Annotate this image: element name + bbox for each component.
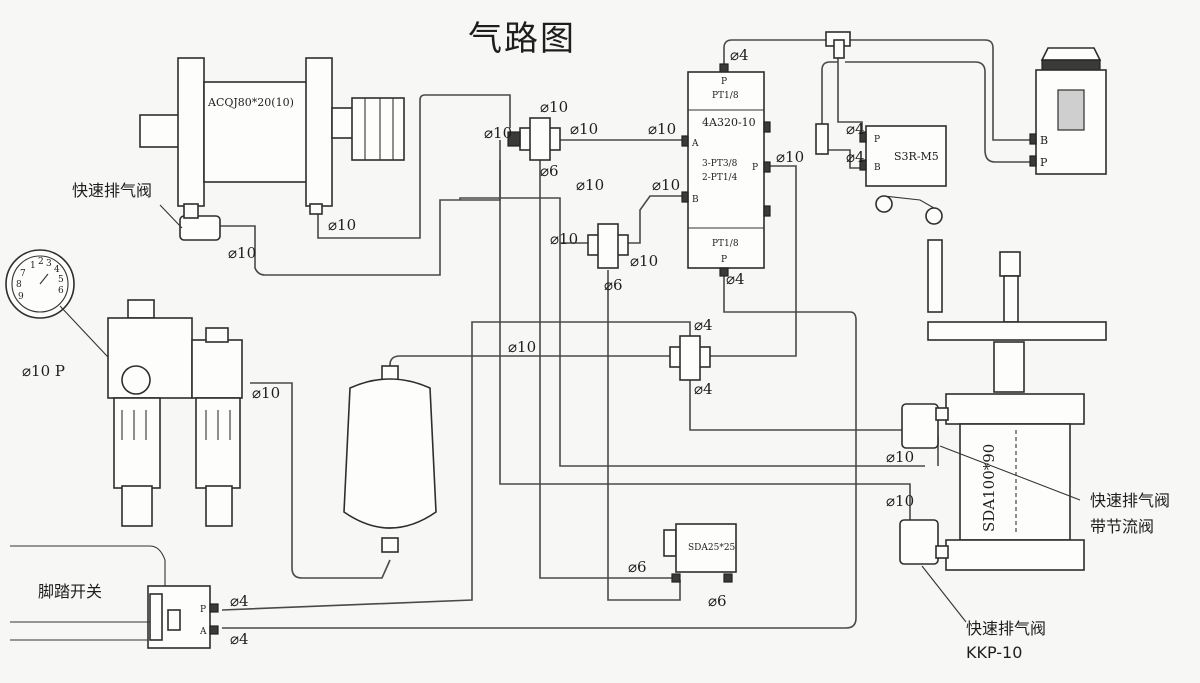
small-cylinder-label: SDA25*25 [688, 543, 736, 553]
valve-port-p-right: P [752, 163, 758, 173]
foot-port-a: A [199, 627, 207, 637]
quick-exhaust-label-top: 快速排气阀 [72, 181, 152, 200]
pipe-label: ⌀10 [776, 148, 804, 166]
pipe-label: ⌀10 [576, 176, 604, 194]
filter-regulator-lubricator: ⌀10 P [22, 299, 243, 527]
qe-bottom-label-1: 快速排气阀 [966, 619, 1046, 638]
qe-throttle-label-1: 快速排气阀 [1090, 491, 1170, 510]
pipe-label: ⌀6 [708, 592, 727, 610]
gauge-tick: 4 [54, 265, 60, 275]
push-button-valve: B P [1029, 47, 1107, 175]
pipe-label: ⌀10 [508, 338, 536, 356]
pipe-label: ⌀10 [252, 384, 280, 402]
pipe-label: ⌀4 [694, 316, 713, 334]
pipe-label: ⌀10 [570, 120, 598, 138]
pipe-label: ⌀10 [648, 120, 676, 138]
s3r-port-p: P [874, 135, 880, 145]
pipe-label: ⌀4 [726, 270, 745, 288]
valve-pt-bottom: PT1/8 [712, 239, 739, 249]
qe-bottom-label-2: KKP-10 [966, 643, 1022, 662]
tee-fitting-top [825, 31, 851, 59]
pipe-label: ⌀10 [550, 230, 578, 248]
cross-fitting-1 [507, 117, 561, 161]
pressure-gauge: 1 2 3 4 5 6 7 8 9 [5, 249, 123, 373]
tee-fitting-side [815, 123, 829, 155]
pipe-label: ⌀10 [886, 448, 914, 466]
valve-port-b: B [692, 195, 699, 205]
gauge-tick: 5 [58, 275, 64, 285]
pipe-label: ⌀4 [230, 592, 249, 610]
gauge-tick: 3 [46, 259, 52, 269]
pipe-label: ⌀10 [328, 216, 356, 234]
foot-switch-label: 脚踏开关 [38, 582, 102, 601]
foot-port-p: P [200, 605, 206, 615]
pipe-label: ⌀4 [694, 380, 713, 398]
pipe-label: ⌀4 [730, 46, 749, 64]
qe-throttle-label-2: 带节流阀 [1090, 517, 1154, 536]
valve-pt-top: PT1/8 [712, 91, 739, 101]
mechanical-valve-s3r: P B S3R-M5 [859, 125, 947, 225]
valve-ports-1: 3-PT3/8 [702, 159, 738, 169]
gauge-tick: 8 [16, 280, 22, 290]
pipe-label: ⌀10 [540, 98, 568, 116]
s3r-model: S3R-M5 [894, 150, 939, 163]
valve-port-p-bottom: P [721, 255, 727, 265]
gauge-port-label: ⌀10 P [22, 362, 65, 380]
button-port-p: P [1040, 156, 1048, 169]
pipe-label: ⌀10 [484, 124, 512, 142]
cross-fitting-2 [587, 223, 629, 269]
solenoid-valve-4a320: PT1/8 P 4A320-10 A B 3-PT3/8 2-PT1/4 P P… [681, 63, 771, 277]
gauge-tick: 9 [18, 292, 24, 302]
pipe-labels: ⌀4 ⌀10 ⌀10 ⌀10 ⌀6 ⌀10 ⌀10 ⌀10 ⌀10 ⌀4 ⌀4 … [228, 46, 914, 648]
cross-fitting-3 [669, 335, 711, 381]
pipe-label: ⌀4 [846, 148, 865, 166]
gauge-tick: 7 [20, 269, 26, 279]
big-cylinder-sda100: SDA100*90 [927, 239, 1107, 571]
pipe-label: ⌀4 [230, 630, 249, 648]
main-cylinder: ACQJ80*20(10) [139, 57, 405, 215]
gauge-tick: 6 [58, 286, 64, 296]
pipe-label: ⌀10 [886, 492, 914, 510]
pipe-label: ⌀10 [228, 244, 256, 262]
pipe-label: ⌀4 [846, 120, 865, 138]
s3r-port-b: B [874, 163, 881, 173]
pipe-label: ⌀6 [540, 162, 559, 180]
quick-exhaust-throttle: 快速排气阀 带节流阀 [901, 403, 1170, 536]
cylinder-model-label: ACQJ80*20(10) [207, 96, 294, 109]
air-tank [343, 365, 437, 553]
gauge-tick: 2 [38, 257, 44, 267]
tubing [192, 39, 1030, 629]
button-port-b: B [1040, 134, 1048, 147]
valve-model: 4A320-10 [702, 116, 756, 129]
quick-exhaust-valve-top: 快速排气阀 [72, 181, 221, 241]
pipe-label: ⌀10 [630, 252, 658, 270]
foot-switch: 脚踏开关 P A [10, 545, 219, 649]
pipe-label: ⌀6 [604, 276, 623, 294]
diagram-title: 气路图 [468, 19, 576, 59]
quick-exhaust-kkp10: 快速排气阀 KKP-10 [899, 519, 1046, 662]
pipe-label: ⌀10 [652, 176, 680, 194]
small-cylinder-sda25: SDA25*25 [663, 523, 737, 583]
big-cylinder-label: SDA100*90 [980, 444, 998, 532]
pipe-label: ⌀6 [628, 558, 647, 576]
valve-ports-2: 2-PT1/4 [702, 173, 738, 183]
gauge-tick: 1 [30, 261, 36, 271]
valve-port-a: A [691, 139, 699, 149]
valve-port-p-top: P [721, 77, 727, 87]
